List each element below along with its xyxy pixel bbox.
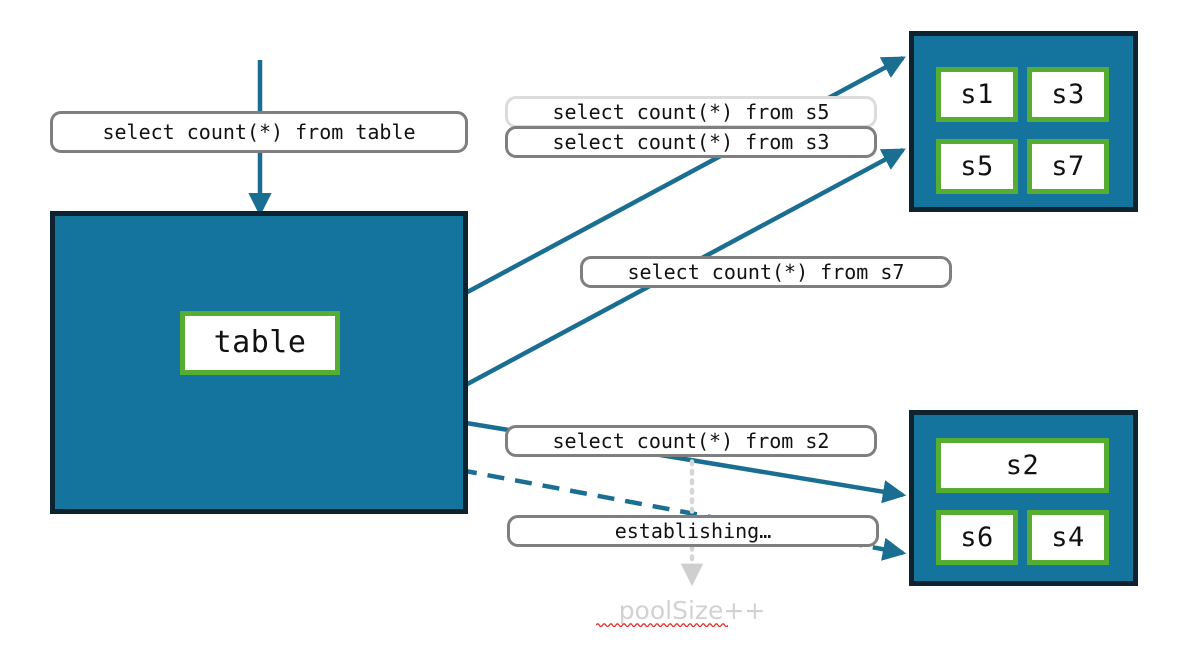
node-s6-label: s6 — [960, 522, 994, 553]
node-s7[interactable]: s7 — [1027, 139, 1109, 194]
label-query-s5-text: select count(*) from s5 — [552, 100, 830, 124]
node-table[interactable]: table — [180, 311, 340, 375]
label-incoming-query[interactable]: select count(*) from table — [50, 111, 468, 153]
label-query-s2[interactable]: select count(*) from s2 — [505, 425, 877, 457]
label-query-s3[interactable]: select count(*) from s3 — [505, 126, 877, 158]
node-s4[interactable]: s4 — [1027, 510, 1109, 565]
node-s3-label: s3 — [1051, 79, 1085, 110]
node-s4-label: s4 — [1051, 522, 1085, 553]
node-s6[interactable]: s6 — [936, 510, 1018, 565]
label-establishing-text: establishing… — [614, 519, 772, 543]
label-query-s3-text: select count(*) from s3 — [552, 130, 830, 154]
node-table-label: table — [213, 325, 307, 360]
label-pool-size-text: poolSize++ — [618, 595, 766, 625]
label-establishing[interactable]: establishing… — [507, 515, 879, 547]
label-query-s5[interactable]: select count(*) from s5 — [505, 96, 877, 128]
node-s5[interactable]: s5 — [936, 139, 1018, 194]
label-query-s7[interactable]: select count(*) from s7 — [580, 256, 952, 288]
node-s5-label: s5 — [960, 151, 994, 182]
label-pool-size: poolSize++ — [592, 595, 792, 627]
node-s1[interactable]: s1 — [936, 67, 1018, 122]
node-s3[interactable]: s3 — [1027, 67, 1109, 122]
node-s7-label: s7 — [1051, 151, 1085, 182]
label-incoming-query-text: select count(*) from table — [102, 120, 416, 144]
node-s2[interactable]: s2 — [936, 438, 1109, 493]
label-query-s7-text: select count(*) from s7 — [627, 260, 905, 284]
spellcheck-underline-icon — [596, 623, 728, 627]
node-s1-label: s1 — [960, 79, 994, 110]
label-query-s2-text: select count(*) from s2 — [552, 429, 830, 453]
node-s2-label: s2 — [1005, 450, 1040, 481]
